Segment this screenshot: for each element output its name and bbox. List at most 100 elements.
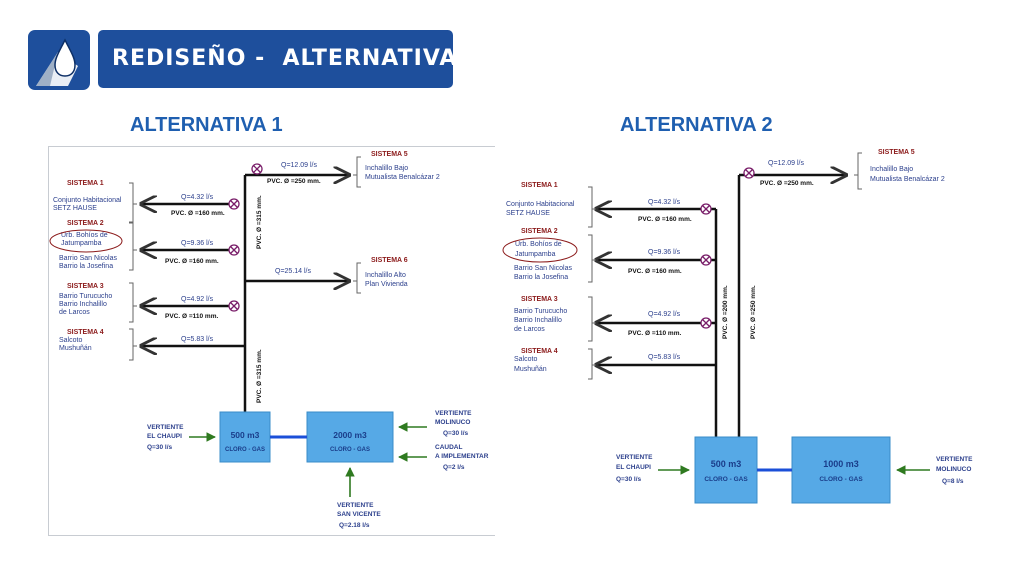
alt2-diagram-svg: SISTEMA 1 SISTEMA 2 SISTEMA 3 SISTEMA 4 … — [502, 149, 973, 504]
alt2-s2-line3: Barrio San Nicolas — [514, 265, 572, 272]
alt2-tank1-sub: CLORO - GAS — [704, 476, 748, 483]
alt2-s5-line2: Mutualista Benalcázar 2 — [870, 176, 945, 183]
alt1-valve-2 — [228, 244, 240, 256]
alt1-valve-3 — [228, 300, 240, 312]
alt1-q1: Q=4.32 l/s — [181, 194, 214, 201]
alt1-s5-line2: Mutualista Benalcázar 2 — [365, 174, 440, 181]
alt1-tank-2000 — [306, 411, 394, 463]
alt1-vicente-l3: Q=2.18 l/s — [339, 522, 370, 529]
alt2-diagram: SISTEMA 1 SISTEMA 2 SISTEMA 3 SISTEMA 4 … — [495, 146, 987, 536]
alt1-tank1-sub: CLORO - GAS — [225, 447, 265, 453]
alt2-s1-title: SISTEMA 1 — [521, 182, 558, 189]
alt1-s1-title: SISTEMA 1 — [67, 180, 104, 187]
alt2-molinuco-l3: Q=8 l/s — [942, 478, 964, 485]
alt2-s2-title: SISTEMA 2 — [521, 228, 558, 235]
alt2-q5: Q=12.09 l/s — [768, 160, 804, 167]
alt2-s2-line4: Barrio la Josefina — [514, 274, 568, 281]
alt1-pvc3: PVC. Ø =110 mm. — [165, 313, 218, 320]
alt2-s2-line1: Urb. Bohíos de — [515, 241, 562, 248]
alt2-molinuco-l2: MOLINUCO — [936, 466, 971, 473]
alt1-s2-line2: Jatumpamba — [61, 240, 102, 247]
alt2-s4-line1: Salcoto — [514, 356, 537, 363]
alt1-s4-line1: Salcoto — [59, 337, 82, 344]
alt2-q3: Q=4.92 l/s — [648, 311, 681, 318]
alt1-s6-title: SISTEMA 6 — [371, 257, 408, 264]
alt1-s4-line2: Mushuñán — [59, 345, 92, 352]
alt1-s2-line1: Urb. Bohíos de — [61, 232, 108, 239]
alt2-s3-line1: Barrio Turucucho — [514, 308, 567, 315]
alt2-s3-line2: Barrio Inchalillo — [514, 317, 562, 324]
alt1-vicente-l2: SAN VICENTE — [337, 511, 381, 518]
alt1-s3-line2: Barrio Inchalillo — [59, 301, 107, 308]
alt1-caudal-l3: Q=2 l/s — [443, 464, 465, 471]
alt1-s4-title: SISTEMA 4 — [67, 329, 104, 336]
alt1-chaupi-l3: Q=30 l/s — [147, 444, 172, 451]
alt2-q2: Q=9.36 l/s — [648, 249, 681, 256]
alt2-s4-title: SISTEMA 4 — [521, 348, 558, 355]
alt2-pvc-v1: PVC. Ø =200 mm. — [722, 285, 729, 339]
alt2-pvc5: PVC. Ø =250 mm. — [760, 180, 814, 187]
alt2-s1-line1: Conjunto Habitacional — [506, 201, 575, 208]
page-title: REDISEÑO - ALTERNATIVAS — [98, 30, 473, 88]
alt1-q2: Q=9.36 l/s — [181, 240, 214, 247]
alt1-q4: Q=5.83 l/s — [181, 336, 214, 343]
alt2-title: ALTERNATIVA 2 — [620, 114, 773, 136]
alt1-valve-5 — [251, 163, 263, 175]
alt2-s2-line2: Jatumpamba — [515, 251, 556, 258]
alt2-q1: Q=4.32 l/s — [648, 199, 681, 206]
alt1-s6-line2: Plan Vivienda — [365, 281, 408, 288]
alt1-molinuco-l1: VERTIENTE — [435, 410, 472, 417]
alt2-valve-1 — [700, 203, 712, 215]
alt1-s2-title: SISTEMA 2 — [67, 220, 104, 227]
alt2-s3-line3: de Larcos — [514, 326, 545, 333]
alt2-s3-title: SISTEMA 3 — [521, 296, 558, 303]
alt1-s1-line1: Conjunto Habitacional — [53, 197, 122, 204]
alt2-s4-line2: Mushuñán — [514, 366, 547, 373]
alt1-s3-line1: Barrio Turucucho — [59, 293, 112, 300]
alt1-q6: Q=25.14 l/s — [275, 268, 311, 275]
alt2-valve-2 — [700, 254, 712, 266]
alt2-s1-line2: SETZ HAUSE — [506, 210, 550, 217]
alt1-caudal-l2: A IMPLEMENTAR — [435, 453, 489, 460]
alt2-tank1-name: 500 m3 — [711, 459, 742, 469]
alt1-s5-line1: Inchalillo Bajo — [365, 165, 408, 172]
alt2-pvc2: PVC. Ø =160 mm. — [628, 268, 682, 275]
alt1-pvc2: PVC. Ø =160 mm. — [165, 258, 219, 265]
alt1-tank-500 — [219, 411, 271, 463]
alt1-valve-1 — [228, 198, 240, 210]
alt1-s2-highlight — [49, 229, 123, 253]
alt2-s5-line1: Inchalillo Bajo — [870, 166, 913, 173]
alt2-pvc-v2: PVC. Ø =250 mm. — [750, 285, 757, 339]
alt2-s5-title: SISTEMA 5 — [878, 149, 915, 156]
alt2-tank2-name: 1000 m3 — [823, 459, 859, 469]
alt2-tank-500 — [694, 436, 758, 504]
alt1-chaupi-l2: EL CHAUPI — [147, 433, 182, 440]
alt1-diagram: SISTEMA 1 SISTEMA 2 SISTEMA 3 SISTEMA 4 … — [48, 146, 496, 536]
water-drop-icon — [36, 38, 78, 86]
alt1-vicente-l1: VERTIENTE — [337, 502, 374, 509]
alt2-valve-5 — [743, 167, 755, 179]
alt1-tank2-name: 2000 m3 — [333, 430, 367, 440]
alt2-pvc3: PVC. Ø =110 mm. — [628, 330, 681, 337]
alt2-chaupi-l2: EL CHAUPI — [616, 464, 651, 471]
alt1-pvc-v1: PVC. Ø =315 mm. — [256, 195, 263, 249]
alt1-s3-title: SISTEMA 3 — [67, 283, 104, 290]
alt1-tank2-sub: CLORO - GAS — [330, 447, 370, 453]
alt1-s2-line4: Barrio la Josefina — [59, 263, 113, 270]
alt2-pvc1: PVC. Ø =160 mm. — [638, 216, 692, 223]
alt1-s1-line2: SETZ HAUSE — [53, 205, 97, 212]
alt1-molinuco-l3: Q=30 l/s — [443, 430, 468, 437]
alt2-chaupi-l3: Q=30 l/s — [616, 476, 641, 483]
alt1-s5-title: SISTEMA 5 — [371, 151, 408, 158]
alt1-pvc5: PVC. Ø =250 mm. — [267, 178, 321, 185]
alt2-molinuco-l1: VERTIENTE — [936, 456, 973, 463]
alt2-chaupi-l1: VERTIENTE — [616, 454, 653, 461]
alt1-title: ALTERNATIVA 1 — [130, 114, 283, 136]
alt1-pvc1: PVC. Ø =160 mm. — [171, 210, 225, 217]
alt1-caudal-l1: CAUDAL — [435, 444, 462, 451]
alt1-s3-line3: de Larcos — [59, 309, 90, 316]
alt1-tank1-name: 500 m3 — [231, 430, 260, 440]
alt2-q4: Q=5.83 l/s — [648, 354, 681, 361]
alt1-q3: Q=4.92 l/s — [181, 296, 214, 303]
logo — [28, 30, 90, 90]
